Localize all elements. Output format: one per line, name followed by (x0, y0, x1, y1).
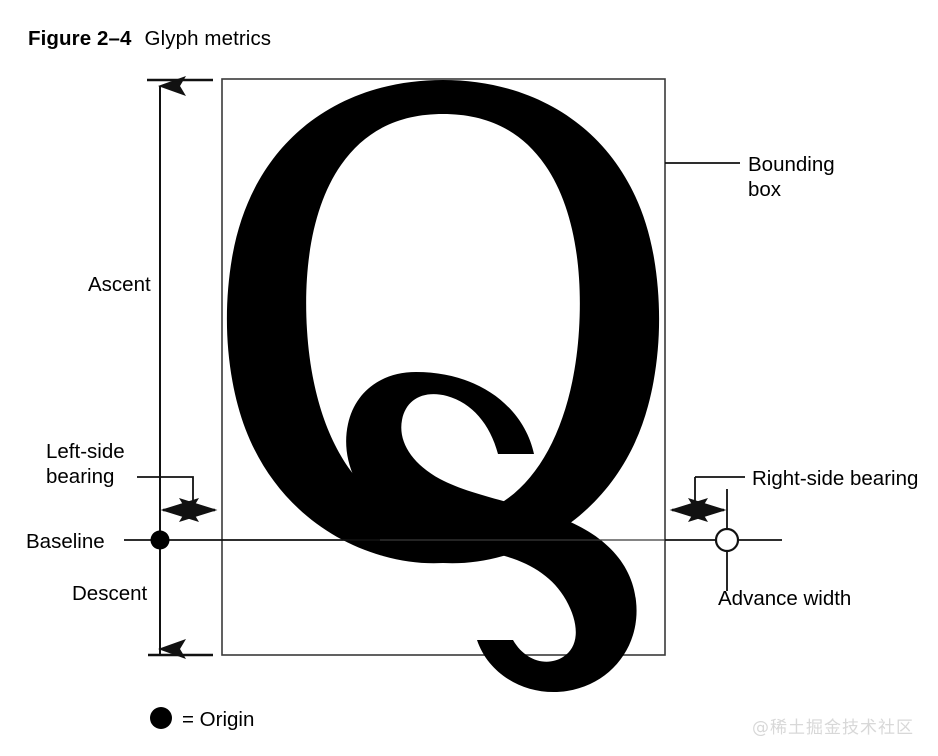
advance-width-circle (714, 527, 740, 553)
watermark: @稀土掘金技术社区 (752, 718, 914, 738)
legend-origin-text: = Origin (182, 708, 254, 731)
advance-width-label: Advance width (718, 587, 851, 610)
figure-title: Glyph metrics (144, 27, 272, 50)
left-side-bearing-label-line2: bearing (46, 465, 114, 488)
right-side-bearing-label: Right-side bearing (752, 467, 918, 490)
legend-origin-symbol (150, 707, 172, 729)
figure-number: Figure 2–4 (28, 27, 132, 50)
baseline-label: Baseline (26, 530, 105, 553)
bounding-box-label-line1: Bounding (748, 153, 835, 176)
left-side-bearing-leader (137, 476, 194, 508)
bounding-box-label-line2: box (748, 178, 782, 201)
left-side-bearing-label-line1: Left-side (46, 440, 125, 463)
glyph-q (226, 80, 660, 693)
descent-label: Descent (72, 582, 148, 605)
origin-dot (150, 530, 170, 550)
bounding-box-rect (221, 78, 666, 656)
figure-caption: Figure 2–4 Glyph metrics (28, 27, 271, 51)
ascent-label: Ascent (88, 273, 151, 296)
